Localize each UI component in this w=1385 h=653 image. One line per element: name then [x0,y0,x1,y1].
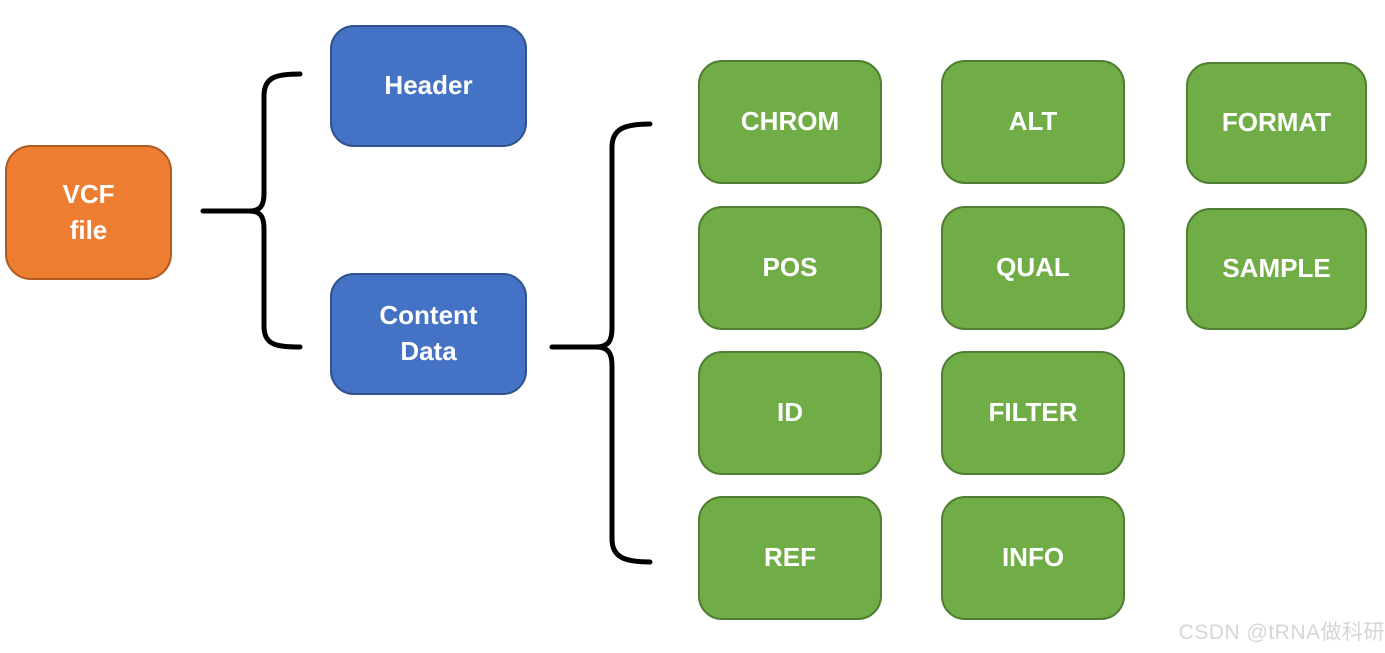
node-field-alt-label: ALT [1008,106,1058,137]
node-field-chrom-label: CHROM [740,106,840,137]
node-vcf-file-label: VCF file [62,178,115,245]
node-field-sample-label: SAMPLE [1222,253,1331,284]
node-field-id: ID [698,351,882,475]
node-field-qual-label: QUAL [996,252,1070,283]
node-header-label: Header [384,70,473,101]
node-field-sample: SAMPLE [1186,208,1367,330]
node-field-info-label: INFO [1001,542,1065,573]
brace-vcf-to-children [200,71,303,350]
left-curly-brace-icon [246,71,303,350]
brace-content-to-children [549,121,653,565]
node-field-id-label: ID [777,397,803,428]
node-field-filter: FILTER [941,351,1125,475]
node-content-data-label: Content Data [379,300,478,366]
node-field-chrom: CHROM [698,60,882,184]
node-field-alt: ALT [941,60,1125,184]
node-field-ref: REF [698,496,882,620]
node-header: Header [330,25,527,147]
left-curly-brace-icon [593,121,653,565]
node-field-info: INFO [941,496,1125,620]
node-content-data: Content Data [330,273,527,395]
node-field-format-label: FORMAT [1221,107,1332,138]
csdn-watermark: CSDN @tRNA做科研 [1178,621,1385,644]
node-field-qual: QUAL [941,206,1125,330]
node-field-pos-label: POS [762,252,818,283]
node-field-ref-label: REF [764,542,816,573]
node-field-pos: POS [698,206,882,330]
node-vcf-file: VCF file [5,145,172,280]
node-field-format: FORMAT [1186,62,1367,184]
node-field-filter-label: FILTER [988,397,1078,428]
